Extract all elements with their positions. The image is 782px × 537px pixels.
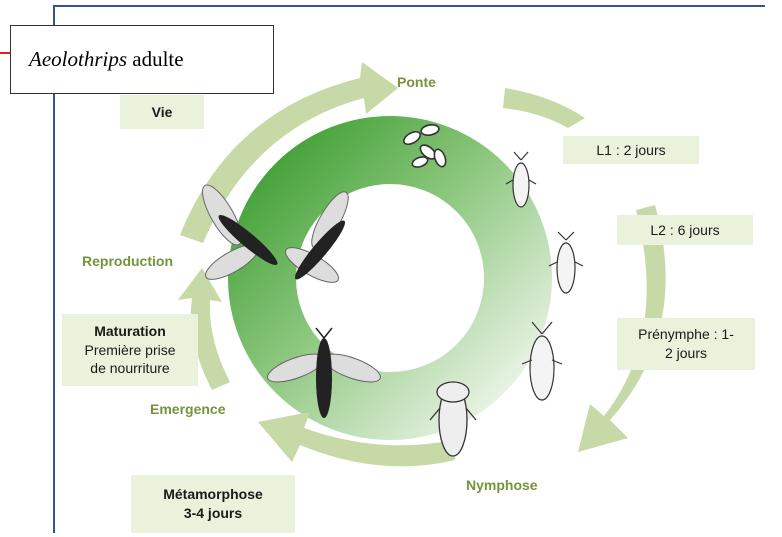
box-prenymphe-line2: 2 jours [665, 344, 707, 363]
phase-nymphose: Nymphose [466, 477, 538, 493]
box-maturation-line2: Première prise [84, 341, 175, 360]
phase-reproduction: Reproduction [82, 253, 173, 269]
box-maturation-line1: Maturation [94, 322, 166, 341]
title-pointer [0, 52, 10, 54]
title-box: Aeolothrips adulte [10, 25, 274, 94]
box-prenymphe-line1: Prénymphe : 1- [638, 325, 734, 344]
box-metamorphose-line1: Métamorphose [163, 485, 263, 504]
box-l1-label: L1 : 2 jours [596, 141, 665, 160]
box-vie-label: Vie [152, 103, 173, 122]
box-l2: L2 : 6 jours [617, 215, 753, 245]
box-maturation: Maturation Première prise de nourriture [62, 314, 198, 386]
box-l2-label: L2 : 6 jours [650, 221, 719, 240]
box-metamorphose-line2: 3-4 jours [184, 504, 242, 523]
box-l1: L1 : 2 jours [563, 136, 699, 164]
title-rest: adulte [127, 47, 184, 72]
phase-emergence: Emergence [150, 401, 225, 417]
larva-l2-icon [549, 232, 583, 293]
title-genus: Aeolothrips [29, 47, 127, 72]
arrow-ponte-to-l1 [503, 88, 585, 128]
box-metamorphose: Métamorphose 3-4 jours [131, 475, 295, 533]
box-vie: Vie [120, 95, 204, 129]
box-maturation-line3: de nourriture [90, 359, 169, 378]
phase-ponte: Ponte [397, 74, 436, 90]
box-prenymphe: Prénymphe : 1- 2 jours [617, 318, 755, 370]
